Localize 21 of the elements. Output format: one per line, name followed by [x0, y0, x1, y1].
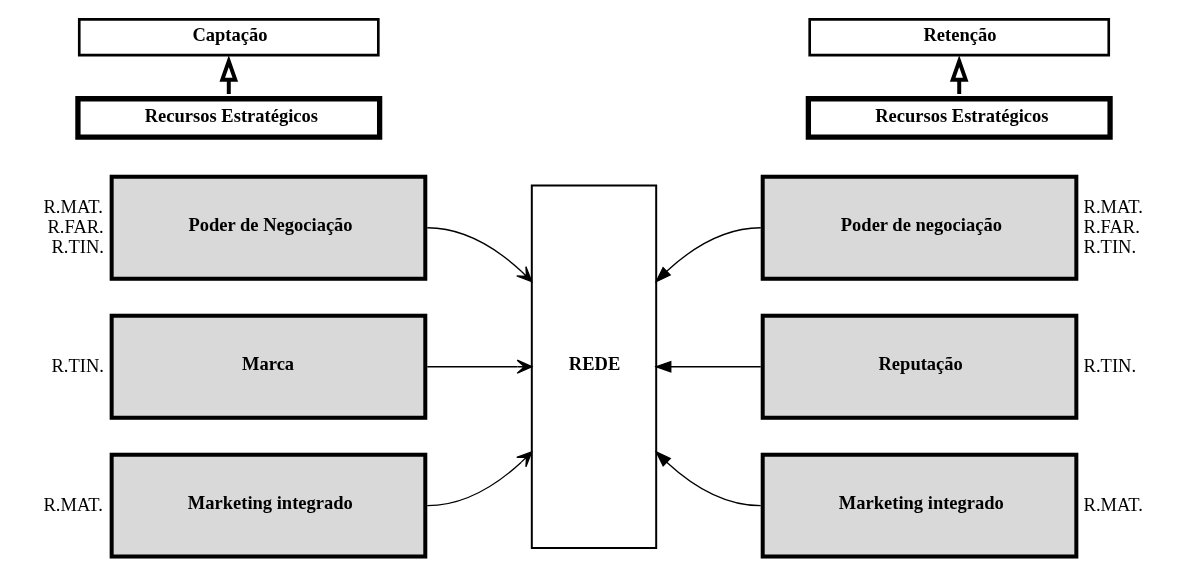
arrow	[654, 450, 762, 507]
node-box: Recursos Estratégicos	[75, 96, 383, 140]
arrow	[426, 359, 533, 374]
node-label: R.TIN.	[1083, 235, 1137, 257]
node-box: Retenção	[808, 18, 1111, 57]
arrow	[654, 227, 762, 283]
node-box: REDE	[530, 184, 658, 549]
node-label: R.MAT.	[43, 195, 103, 217]
arrow	[654, 360, 762, 373]
node-box: Captação	[77, 18, 380, 57]
arrow	[426, 451, 533, 507]
node-label: R.TIN.	[51, 235, 104, 257]
node-label: R.FAR.	[47, 215, 104, 237]
arrow	[426, 227, 533, 283]
node-label: R.MAT.	[1083, 493, 1143, 515]
node-label: R.FAR.	[1083, 215, 1140, 237]
node-box: Recursos Estratégicos	[805, 96, 1113, 140]
node-label: R.MAT.	[1083, 195, 1143, 217]
node-label: R.MAT.	[43, 493, 103, 515]
node-label: R.TIN.	[1083, 354, 1137, 376]
node-label: R.TIN.	[51, 354, 104, 376]
